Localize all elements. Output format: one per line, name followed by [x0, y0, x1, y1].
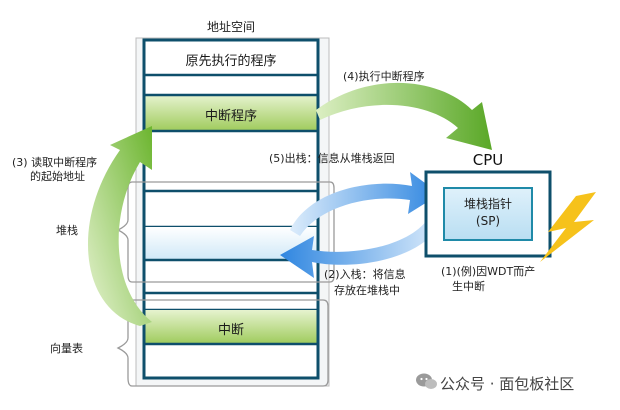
lightning-icon [540, 192, 596, 262]
execute-isr-label: (4)执行中断程序 [343, 70, 425, 83]
pop-arrow [290, 172, 440, 236]
isr-band [145, 95, 317, 131]
stack-pointer-label-2: (SP) [475, 214, 501, 228]
watermark-icon [416, 373, 437, 389]
cpu-title: CPU [472, 151, 504, 169]
vector-band [145, 310, 317, 344]
execute-isr-arrow [316, 82, 492, 150]
push-arrow [280, 216, 442, 278]
wdt-label-1: (1)(例)因WDT而产 [441, 265, 536, 278]
push-label-2: 存放在堆栈中 [334, 284, 400, 297]
read-isr-label-2: 的起始地址 [30, 170, 85, 183]
watermark-text: 公众号 · 面包板社区 [440, 375, 575, 393]
isr-label: 中断程序 [204, 109, 257, 124]
stack-bracket [116, 181, 335, 283]
vector-entry-label: 中断 [217, 323, 244, 338]
pop-label: (5)出栈：信息从堆栈返回 [269, 152, 395, 165]
push-label-1: (2)入栈：将信息 [324, 268, 406, 281]
stack-pointer-box [443, 187, 533, 241]
read-isr-label-1: (3) 读取中断程序 [12, 156, 98, 169]
stack-label: 堆栈 [56, 224, 78, 237]
stack-pointer-label-1: 堆栈指针 [463, 197, 512, 211]
read-address-arrow [87, 126, 152, 326]
original-program-label: 原先执行的程序 [185, 54, 277, 69]
address-space-title: 地址空间 [206, 20, 255, 34]
vector-table-label: 向量表 [50, 342, 83, 355]
wdt-label-2: 生中断 [452, 280, 485, 293]
